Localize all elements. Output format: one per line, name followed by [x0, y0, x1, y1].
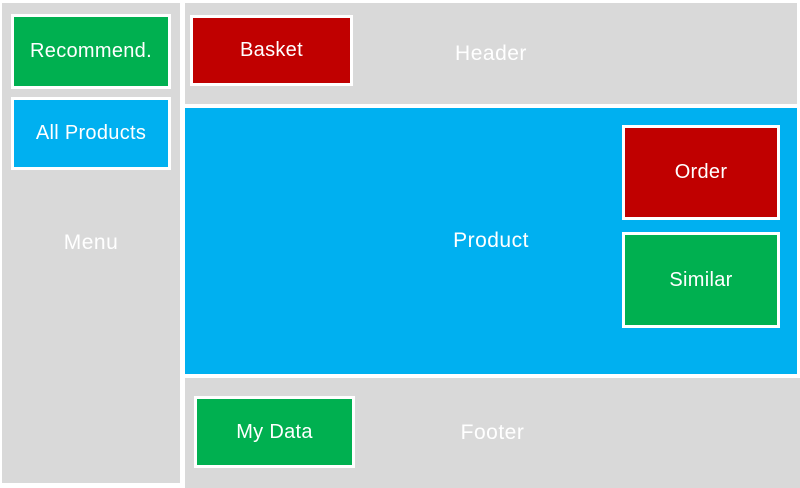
- similar-button[interactable]: Similar: [622, 232, 780, 328]
- all-products-button[interactable]: All Products: [11, 97, 171, 170]
- footer-label: Footer: [460, 421, 525, 444]
- order-button[interactable]: Order: [622, 125, 780, 220]
- product-label: Product: [453, 229, 529, 252]
- menu-label: Menu: [63, 231, 119, 254]
- basket-button[interactable]: Basket: [190, 15, 353, 86]
- my-data-button[interactable]: My Data: [194, 396, 355, 468]
- recommend-button[interactable]: Recommend.: [11, 14, 171, 89]
- header-label: Header: [455, 41, 527, 65]
